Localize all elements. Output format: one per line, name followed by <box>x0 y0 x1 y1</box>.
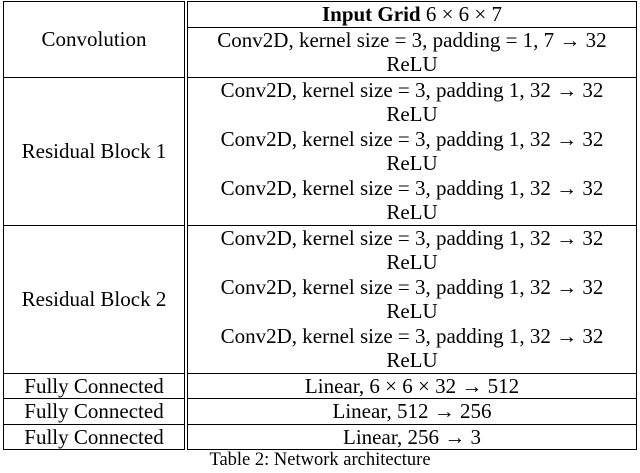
stage-cell: Residual Block 1 <box>3 76 188 226</box>
layer-line: Linear, 256 → 3 <box>343 424 481 449</box>
table-row: Conv2D, kernel size = 3, padding = 1, 7 … <box>4 26 637 78</box>
stage-cell: Fully Connected <box>3 398 188 425</box>
layer-line: Conv2D, kernel size = 3, padding 1, 32 →… <box>220 77 604 102</box>
layer-line: ReLU <box>386 250 438 274</box>
stage-cell: Residual Block 2 <box>3 224 188 374</box>
layers-cell: Conv2D, kernel size = 3, padding 1, 32 →… <box>185 224 637 374</box>
input-grid-cell: Input Grid 6 × 6 × 7 <box>185 1 637 28</box>
layer-line: Conv2D, kernel size = 3, padding 1, 32 →… <box>220 274 604 299</box>
input-grid-dims: 6 × 6 × 7 <box>425 2 503 26</box>
layers-cell: Linear, 256 → 3 <box>185 423 637 450</box>
table-row: Residual Block 2 Conv2D, kernel size = 3… <box>3 224 637 374</box>
table-row: Fully Connected Linear, 512 → 256 <box>3 398 637 425</box>
layer-line: Conv2D, kernel size = 3, padding 1, 32 →… <box>220 225 604 250</box>
layers-cell: Linear, 6 × 6 × 32 → 512 <box>185 372 637 399</box>
layer-line: ReLU <box>386 52 438 76</box>
layers-cell: Conv2D, kernel size = 3, padding 1, 32 →… <box>185 76 637 226</box>
table-row: Fully Connected Linear, 6 × 6 × 32 → 512 <box>3 372 637 399</box>
layer-line: Linear, 512 → 256 <box>332 399 492 423</box>
layer-line: Conv2D, kernel size = 3, padding 1, 32 →… <box>220 126 604 151</box>
layers-cell: Linear, 512 → 256 <box>185 398 637 425</box>
table-row: Residual Block 1 Conv2D, kernel size = 3… <box>3 76 637 226</box>
network-architecture-table: Convolution Input Grid 6 × 6 × 7 Conv2D,… <box>3 1 637 450</box>
layer-line: ReLU <box>386 299 438 323</box>
layer-line: ReLU <box>386 348 438 372</box>
layer-line: Linear, 6 × 6 × 32 → 512 <box>304 373 520 398</box>
layer-line: ReLU <box>386 151 438 175</box>
layer-line: ReLU <box>386 102 438 126</box>
stage-cell: Convolution <box>3 1 188 78</box>
input-grid-label: Input Grid <box>321 2 421 26</box>
stage-cell: Fully Connected <box>3 372 188 399</box>
layer-line: Conv2D, kernel size = 3, padding 1, 32 →… <box>220 175 604 200</box>
table-row: Fully Connected Linear, 256 → 3 <box>3 423 637 450</box>
layers-cell: Conv2D, kernel size = 3, padding = 1, 7 … <box>185 26 637 78</box>
stage-cell: Fully Connected <box>3 423 188 450</box>
layer-line: ReLU <box>386 200 438 224</box>
table-row: Convolution Input Grid 6 × 6 × 7 <box>3 1 637 78</box>
table-caption: Table 2: Network architecture <box>209 450 431 470</box>
layer-line: Conv2D, kernel size = 3, padding = 1, 7 … <box>217 27 607 52</box>
layer-line: Conv2D, kernel size = 3, padding 1, 32 →… <box>220 323 604 348</box>
